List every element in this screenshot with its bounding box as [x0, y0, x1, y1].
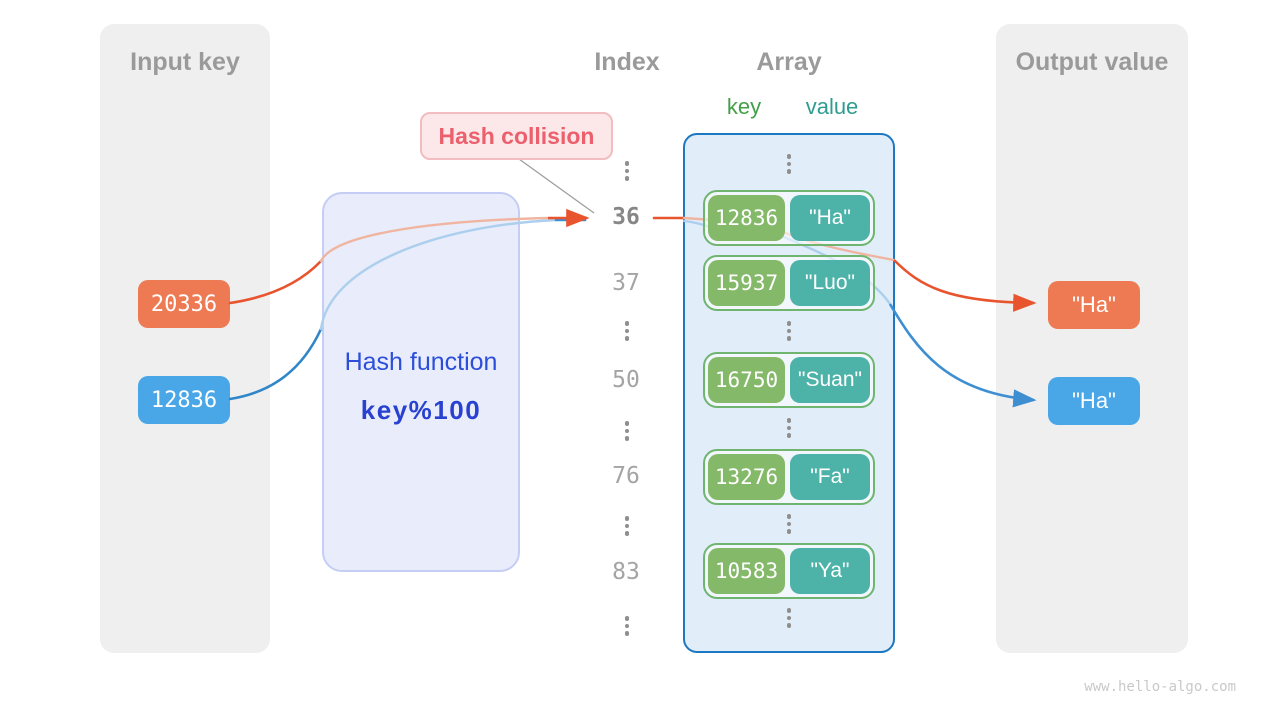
array-panel [683, 133, 895, 653]
index-label: 76 [612, 463, 640, 489]
output-value-label: "Ha" [1072, 292, 1116, 317]
index-label: 83 [612, 559, 640, 585]
output-value-box-blue: "Ha" [1048, 377, 1140, 425]
ellipsis-dots-icon [617, 516, 637, 536]
key-column-header: key [726, 94, 762, 119]
input-panel-title: Input key [130, 48, 240, 76]
input-key-panel: Input key 20336 12836 [100, 24, 270, 653]
output-panel-title: Output value [1015, 48, 1169, 76]
hash-collision-label: Hash collision [420, 112, 613, 160]
hash-function-title: Hash function [344, 348, 498, 376]
hash-collision-text: Hash collision [438, 122, 595, 149]
hash-function-box: Hash function key%100 [322, 192, 520, 572]
output-value-panel: Output value "Ha" "Ha" [996, 24, 1188, 653]
input-key-label: 12836 [150, 387, 218, 413]
input-key-box-20336: 20336 [138, 280, 230, 328]
ellipsis-dots-icon [617, 616, 637, 636]
collision-pointer-line [518, 158, 595, 214]
index-label: 37 [612, 270, 640, 296]
input-key-box-12836: 12836 [138, 376, 230, 424]
output-value-label: "Ha" [1072, 388, 1116, 413]
ellipsis-dots-icon [617, 321, 637, 341]
ellipsis-dots-icon [617, 421, 637, 441]
watermark: www.hello-algo.com [1084, 679, 1236, 695]
index-label: 36 [612, 204, 640, 230]
value-column-header: value [805, 94, 859, 119]
index-label: 50 [612, 367, 640, 393]
input-key-label: 20336 [150, 291, 218, 317]
array-column-header: Array [756, 48, 822, 76]
ellipsis-dots-icon [617, 161, 637, 181]
index-column-header: Index [594, 48, 660, 76]
hash-function-formula: key%100 [360, 395, 482, 425]
output-value-box-orange: "Ha" [1048, 281, 1140, 329]
